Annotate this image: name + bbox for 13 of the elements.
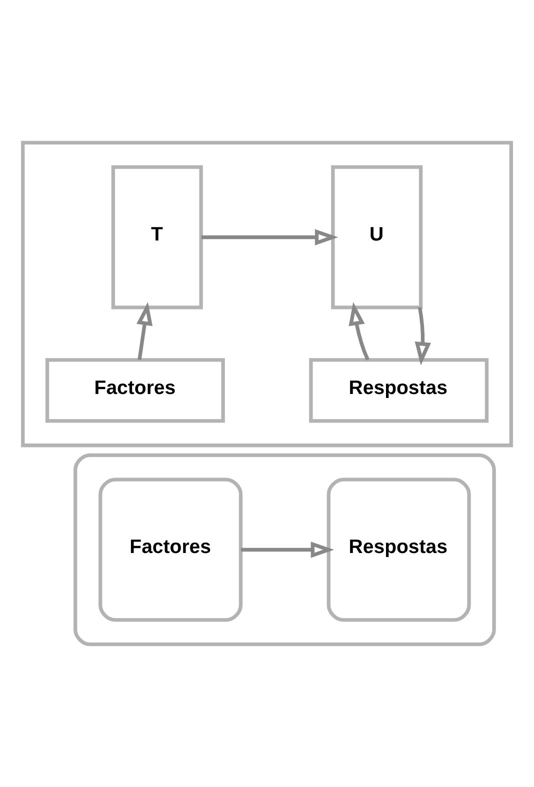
node-box: Respostas: [309, 358, 489, 423]
node-box: Factores: [45, 358, 225, 423]
arrow: [201, 229, 338, 246]
arrow: [241, 542, 334, 558]
node-box: Factores: [98, 478, 243, 622]
arrow: [136, 302, 153, 360]
cluster: [74, 453, 496, 646]
arrow: [414, 307, 431, 366]
arrow: [348, 302, 370, 361]
node-box: Respostas: [326, 478, 471, 622]
node-box: T: [111, 165, 203, 310]
cluster: [21, 140, 513, 448]
node-box: U: [331, 165, 423, 310]
